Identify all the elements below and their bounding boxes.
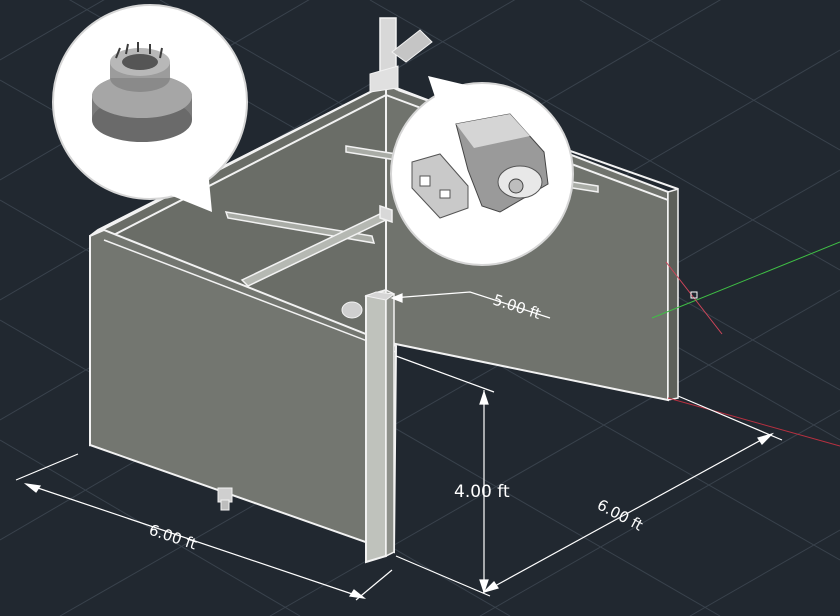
sprinkler-head-icon [92,42,192,142]
top-mount[interactable] [369,17,433,93]
leader-line[interactable] [390,291,551,319]
floor-fixture[interactable] [341,301,363,319]
wall-mount-motion-sensor-icon [411,113,549,219]
dimension-front-width[interactable] [15,453,393,601]
dimension-right-width[interactable] [395,395,783,597]
drain-valve[interactable] [217,487,233,511]
callout-bubble-right[interactable] [390,76,574,266]
front-panel[interactable] [89,228,398,554]
ucs-crosshair-icon[interactable] [651,241,840,447]
dimension-label-right-width: 6.00 ft [594,496,646,535]
corner-post[interactable] [364,288,396,564]
dimension-height[interactable] [395,355,495,594]
dimension-label-height: 4.00 ft [454,482,510,502]
dimension-label-front-width: 6.00 ft [147,521,199,554]
callout-bubble-left[interactable] [52,4,248,212]
